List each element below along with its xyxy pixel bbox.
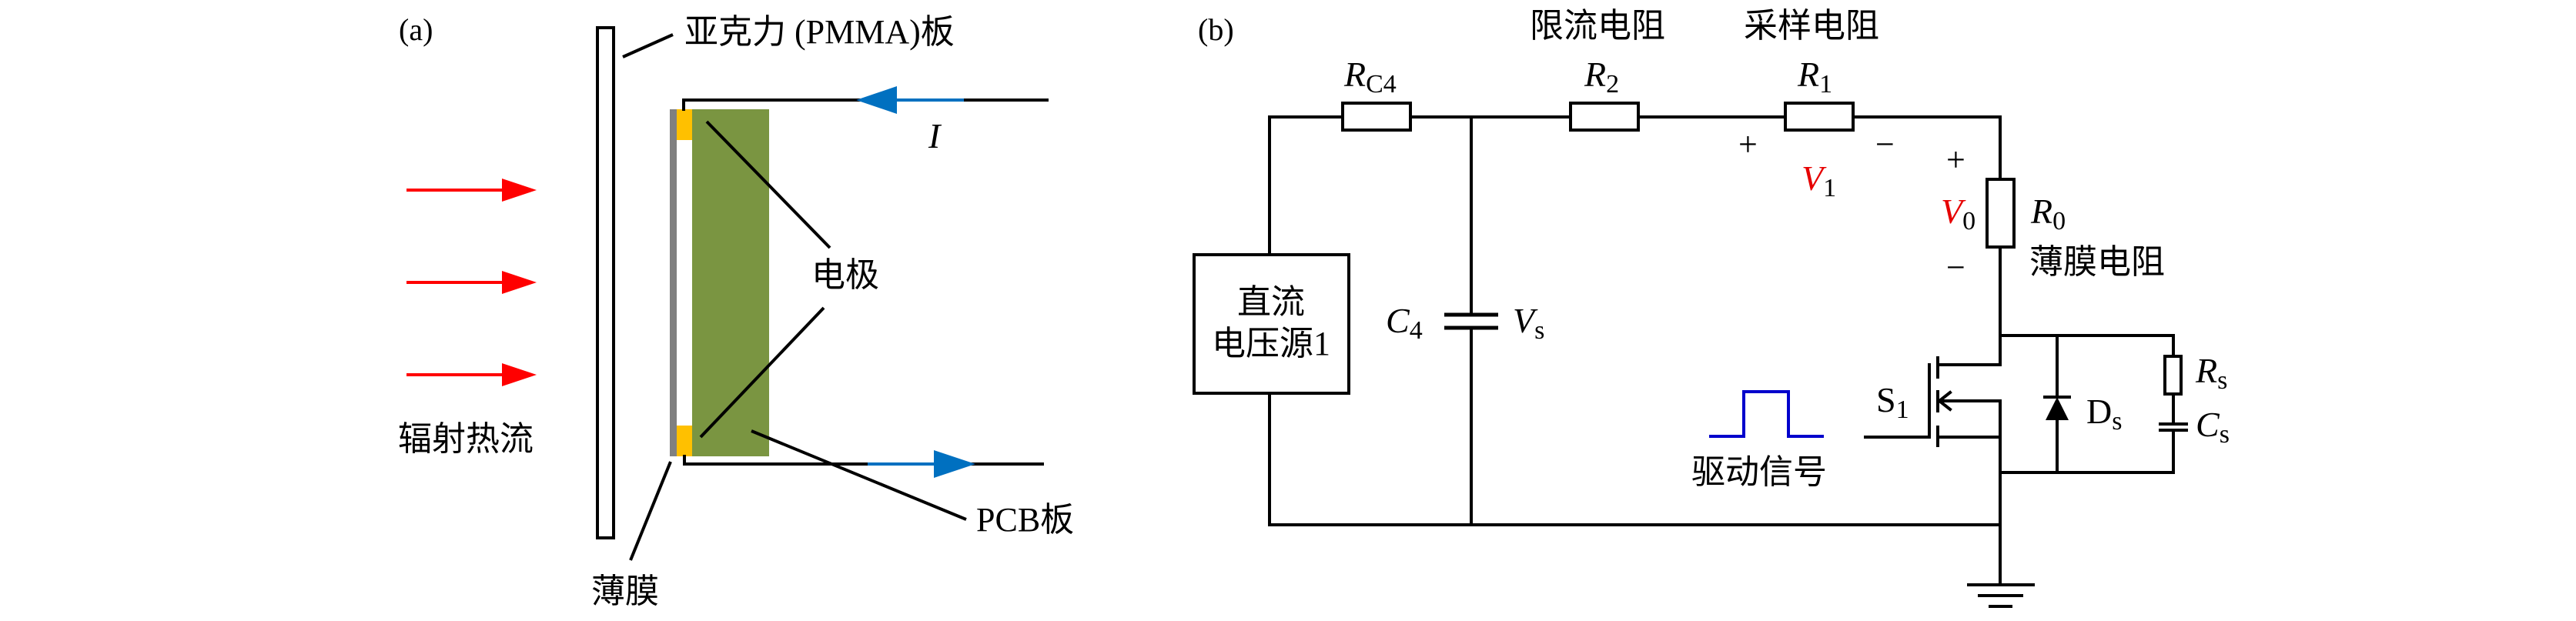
- radiation-arrows: [406, 179, 537, 386]
- capacitor-c4-label: C4: [1386, 301, 1423, 345]
- resistor-r0-desc: 薄膜电阻: [2029, 243, 2165, 281]
- pmma-label: 亚克力 (PMMA)板: [684, 13, 955, 51]
- resistor-r0: [1986, 178, 2016, 249]
- dc-source-line1: 直流: [1237, 283, 1305, 321]
- circuit-wires: [1268, 115, 2175, 586]
- limiting-resistor-label: 限流电阻: [1530, 7, 1665, 45]
- bottom-lead-wire: [683, 455, 1044, 466]
- electrode-label: 电极: [811, 256, 879, 294]
- drive-signal-label: 驱动信号: [1691, 453, 1827, 491]
- pmma-board: [596, 26, 615, 539]
- electrode-leader-top: [705, 120, 831, 249]
- dc-voltage-source: [1193, 253, 1350, 395]
- pmma-leader-line: [622, 33, 674, 58]
- film-leader-line: [629, 461, 672, 561]
- radiation-arrow-icon: [406, 271, 537, 294]
- vs-label: Vs: [1513, 301, 1544, 345]
- sampling-resistor-label: 采样电阻: [1744, 7, 1879, 45]
- film-gap: [677, 140, 692, 426]
- radiation-arrow-icon: [406, 363, 537, 386]
- dc-source-line2: 电压源1: [1212, 325, 1330, 362]
- electrode-leader-bottom: [699, 306, 825, 439]
- resistor-rs-label: Rs: [2195, 351, 2227, 395]
- pcb-label: PCB板: [976, 501, 1074, 539]
- capacitor-c4: [1444, 312, 1498, 330]
- capacitor-cs-label: Cs: [2196, 405, 2230, 449]
- electrode-top: [677, 109, 692, 140]
- v1-plus: +: [1738, 125, 1758, 163]
- resistor-r1-label: R1: [1797, 55, 1832, 98]
- resistor-r0-label: R0: [2030, 192, 2066, 235]
- resistor-rc4-label: RC4: [1343, 55, 1397, 98]
- resistor-r1: [1784, 102, 1855, 132]
- mosfet-switch-icon: [1864, 356, 2002, 447]
- radiation-label: 辐射热流: [398, 420, 534, 458]
- panel-b: (b) 限流电阻 采样电阻 RC4: [1193, 7, 2230, 608]
- film: [670, 109, 677, 456]
- resistor-rc4: [1341, 102, 1412, 132]
- panel-b-tag: (b): [1198, 12, 1234, 47]
- drive-signal-pulse-icon: [1709, 390, 1824, 438]
- panel-a-tag: (a): [399, 12, 433, 47]
- film-label: 薄膜: [591, 573, 659, 610]
- v0-minus: −: [1946, 249, 1965, 286]
- v1-label: V1: [1802, 159, 1836, 202]
- v0-label: V0: [1941, 192, 1975, 235]
- ground-icon: [1967, 583, 2035, 608]
- current-symbol: I: [928, 116, 942, 155]
- panel-a: (a) 辐射热流 亚克力 (PMMA)板: [398, 12, 1074, 610]
- electrode-bottom: [677, 426, 692, 456]
- diode-icon: [2043, 396, 2071, 420]
- current-arrow-left-icon: [856, 86, 897, 114]
- pcb-leader-line: [751, 429, 967, 521]
- capacitor-cs: [2159, 422, 2188, 432]
- radiation-arrow-icon: [406, 179, 537, 202]
- current-arrow-right-icon: [934, 450, 975, 478]
- resistor-r2: [1569, 102, 1640, 132]
- v0-plus: +: [1946, 141, 1965, 179]
- pcb-board: [692, 109, 769, 456]
- resistor-rs: [2163, 355, 2183, 396]
- resistor-r2-label: R2: [1584, 55, 1619, 98]
- switch-label: S1: [1876, 380, 1909, 424]
- v1-minus: −: [1875, 125, 1895, 163]
- diode-label: Ds: [2086, 392, 2122, 436]
